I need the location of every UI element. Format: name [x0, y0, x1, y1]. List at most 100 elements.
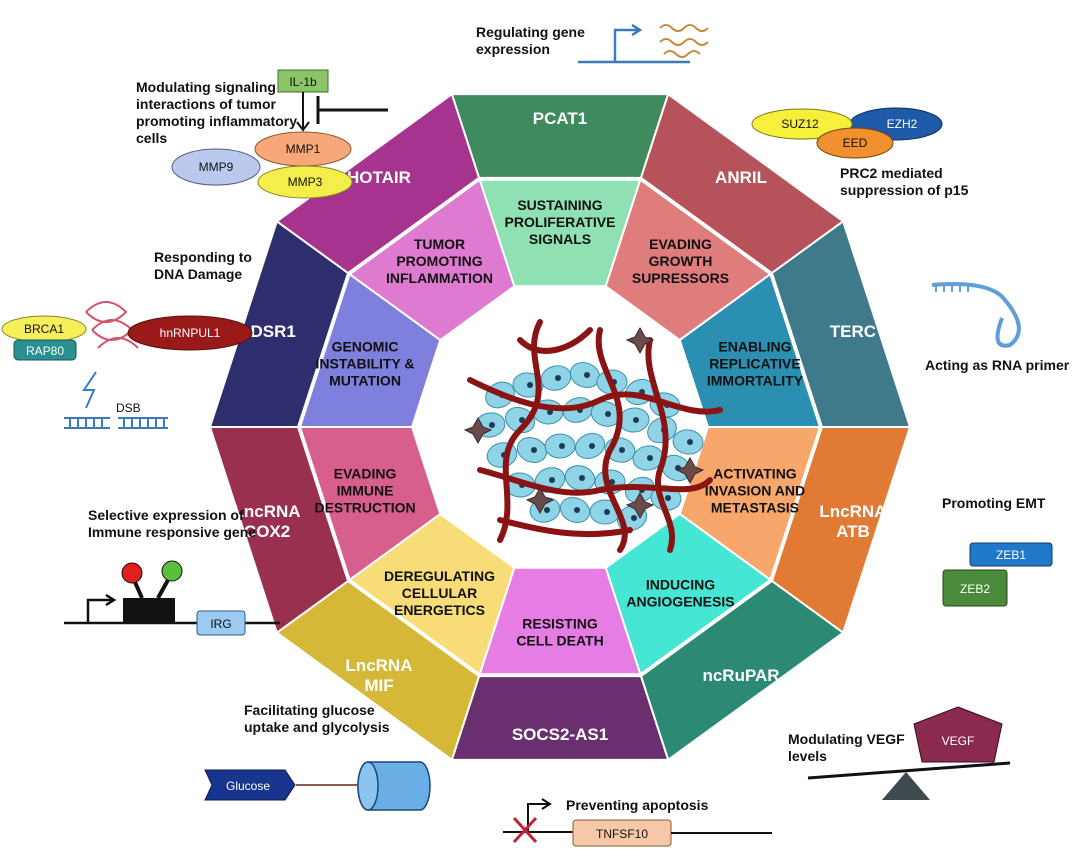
- outer-label-0: PCAT1: [533, 109, 587, 128]
- seesaw-fulcrum: [882, 772, 930, 800]
- label-line: GROWTH: [649, 253, 713, 269]
- zeb1-box: [969, 542, 1053, 567]
- zeb2-label: ZEB2: [960, 582, 990, 596]
- blood-vessel: [517, 327, 593, 354]
- cell-nucleus: [584, 372, 590, 378]
- green-ligand-icon: [161, 560, 183, 582]
- gene-expression-line2: expression: [476, 41, 550, 57]
- mmp3-ellipse: [257, 165, 353, 199]
- label-line: ACTIVATING: [713, 465, 797, 481]
- cell-nucleus: [544, 507, 550, 513]
- label-line: IMMORTALITY: [707, 373, 804, 389]
- glucose-label: Glucose: [226, 779, 270, 793]
- vegf-label: VEGF: [942, 734, 975, 748]
- signaling-text-l2: interactions of tumor: [136, 96, 277, 112]
- rna-strands-icon: [659, 24, 709, 58]
- eed-label: EED: [843, 136, 868, 150]
- immune-text: Selective expression of Immune responsiv…: [88, 507, 256, 540]
- blood-vessel: [497, 517, 633, 538]
- apoptosis-annotation: Preventing apoptosis TNFSF10: [503, 797, 772, 847]
- il1b-arrow: [296, 92, 310, 132]
- stromal-cell: [625, 326, 655, 355]
- suz12-label: SUZ12: [781, 117, 819, 131]
- signaling-text-l3: promoting inflammatory: [136, 113, 297, 129]
- label-line: COX2: [244, 522, 290, 541]
- label-line: ANGIOGENESIS: [626, 593, 734, 609]
- gene-promoter-icon: [578, 23, 690, 64]
- outer-segment-socs2-as1: [450, 675, 670, 761]
- rap80-label: RAP80: [26, 344, 64, 358]
- block-cross-icon: [512, 816, 538, 844]
- label-line: INFLAMMATION: [386, 270, 493, 286]
- label-line: INDUCING: [646, 576, 715, 592]
- cell-nucleus: [527, 382, 533, 388]
- label-line: PROLIFERATIVE: [505, 214, 616, 230]
- tnfsf10-label: TNFSF10: [596, 827, 648, 841]
- blood-vessel: [477, 467, 713, 496]
- rna-ticks: [935, 283, 969, 292]
- cell-nucleus: [555, 375, 561, 381]
- outer-label-2: TERC: [830, 322, 876, 341]
- mmp3-label: MMP3: [288, 175, 323, 189]
- vegf-text: Modulating VEGF levels: [788, 731, 909, 764]
- irg-label: IRG: [210, 617, 231, 631]
- blood-vessel: [497, 319, 543, 543]
- dna-damage-text-l1: Responding to: [154, 249, 252, 265]
- prc2-annotation: EZH2 SUZ12 EED PRC2 mediated suppression…: [751, 107, 969, 198]
- label-line: EVADING: [649, 236, 712, 252]
- tumor-illustration: [463, 319, 723, 553]
- signaling-text-l4: cells: [136, 130, 167, 146]
- outer-label-4: ncRuPAR: [702, 666, 779, 685]
- label-line: METASTASIS: [711, 499, 799, 515]
- cell-nucleus: [579, 475, 585, 481]
- lightning-icon: [82, 371, 97, 409]
- glucose-shape: [204, 769, 296, 801]
- label-line: SIGNALS: [529, 231, 591, 247]
- inhibition-bar: [316, 96, 388, 124]
- label-line: DESTRUCTION: [314, 499, 415, 515]
- mmp1-label: MMP1: [286, 142, 321, 156]
- label-line: INVASION AND: [705, 482, 805, 498]
- cell-nucleus: [489, 422, 495, 428]
- red-ligand-icon: [121, 562, 143, 584]
- glucose-text-l2: uptake and glycolysis: [244, 719, 390, 735]
- zeb1-label: ZEB1: [996, 548, 1026, 562]
- label-line: INSTABILITY &: [316, 356, 415, 372]
- dna-damage-annotation: Responding to DNA Damage BRCA1 RAP80 hnR…: [1, 249, 253, 429]
- dna-damage-text-l2: DNA Damage: [154, 266, 242, 282]
- zeb2-box: [942, 569, 1008, 607]
- cell-nucleus: [589, 443, 595, 449]
- label-line: SUSTAINING: [517, 197, 602, 213]
- label-line: ENABLING: [718, 339, 791, 355]
- outer-label-9: HOTAIR: [347, 168, 411, 187]
- prc2-text: PRC2 mediated suppression of p15: [840, 165, 969, 198]
- cell-nucleus: [647, 455, 653, 461]
- cell-nucleus: [519, 417, 525, 423]
- brca1-label: BRCA1: [24, 322, 64, 336]
- label-line: LncRNA: [234, 502, 301, 521]
- signaling-text-l1: Modulating signaling: [136, 79, 276, 95]
- glucose-text-l1: Facilitating glucose: [244, 702, 375, 718]
- hnrnpul1-label: hnRNPUL1: [160, 326, 221, 340]
- il1b-label: IL-1b: [289, 75, 317, 89]
- label-line: LncRNA: [819, 502, 886, 521]
- stromal-cell: [675, 456, 705, 485]
- label-line: MUTATION: [329, 373, 401, 389]
- suz12-ellipse: [751, 108, 853, 140]
- cell-nucleus: [531, 447, 537, 453]
- blood-vessel: [467, 377, 723, 415]
- label-line: TERC: [830, 322, 876, 341]
- immune-text-l2: Immune responsive gene: [88, 524, 256, 540]
- immune-annotation: Selective expression of Immune responsiv…: [64, 507, 280, 636]
